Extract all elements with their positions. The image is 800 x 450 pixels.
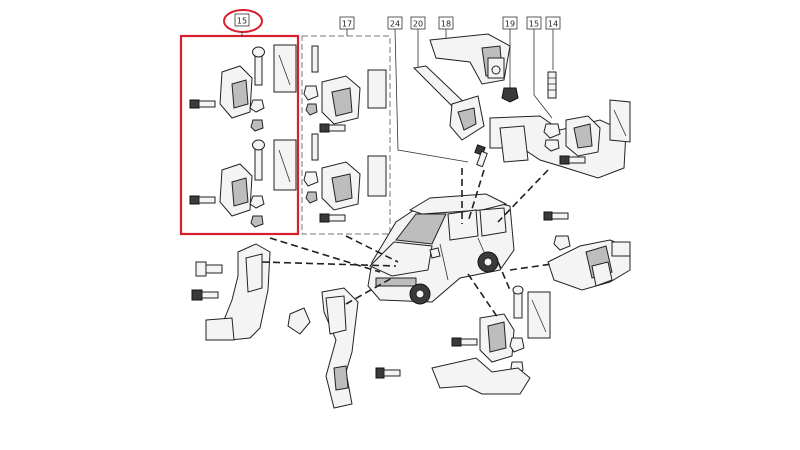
callout-label: 20	[413, 20, 423, 29]
front-pillar-bracket[interactable]	[191, 243, 271, 341]
callout-18[interactable]: 18	[438, 16, 454, 40]
upper-bracket-18[interactable]	[429, 33, 511, 85]
callout-label: 15	[237, 17, 247, 26]
hinge-17-upper[interactable]	[303, 45, 387, 133]
callout-15-circled[interactable]: 15	[223, 9, 263, 37]
callout-15-right[interactable]: 15	[526, 16, 553, 119]
bushing-19[interactable]	[501, 87, 519, 103]
right-pillar-hinge-upper[interactable]	[489, 99, 631, 179]
vehicle-illustration	[367, 193, 515, 305]
callout-19[interactable]: 19	[502, 16, 518, 88]
callout-label: 17	[342, 20, 352, 29]
right-rear-hinge-lower[interactable]	[543, 211, 631, 291]
highlighted-hinge-set-box[interactable]	[179, 34, 300, 236]
door-check-strap[interactable]	[412, 65, 488, 168]
hinge-assembly-upper[interactable]	[189, 44, 297, 132]
callout-label: 19	[505, 20, 515, 29]
callout-14[interactable]: 14	[545, 16, 561, 70]
callout-label: 15	[529, 20, 539, 29]
callout-label: 14	[548, 20, 558, 29]
callout-label: 24	[390, 20, 400, 29]
callout-20[interactable]: 20	[410, 16, 426, 70]
callout-24[interactable]: 24	[387, 16, 469, 163]
hinge-assembly-lower[interactable]	[189, 139, 297, 228]
hinge-set-17-box	[301, 35, 391, 235]
hinge-17-lower[interactable]	[303, 133, 387, 223]
callout-labels: 15 17 24 20 18 19 15	[223, 9, 561, 163]
callout-label: 18	[441, 20, 451, 29]
middle-pillar-bracket[interactable]	[287, 287, 401, 409]
assembly-leader-lines	[261, 168, 553, 319]
callout-17[interactable]: 17	[339, 16, 355, 36]
rear-lower-hinge-set[interactable]	[431, 285, 551, 395]
pin-14[interactable]	[547, 71, 557, 99]
